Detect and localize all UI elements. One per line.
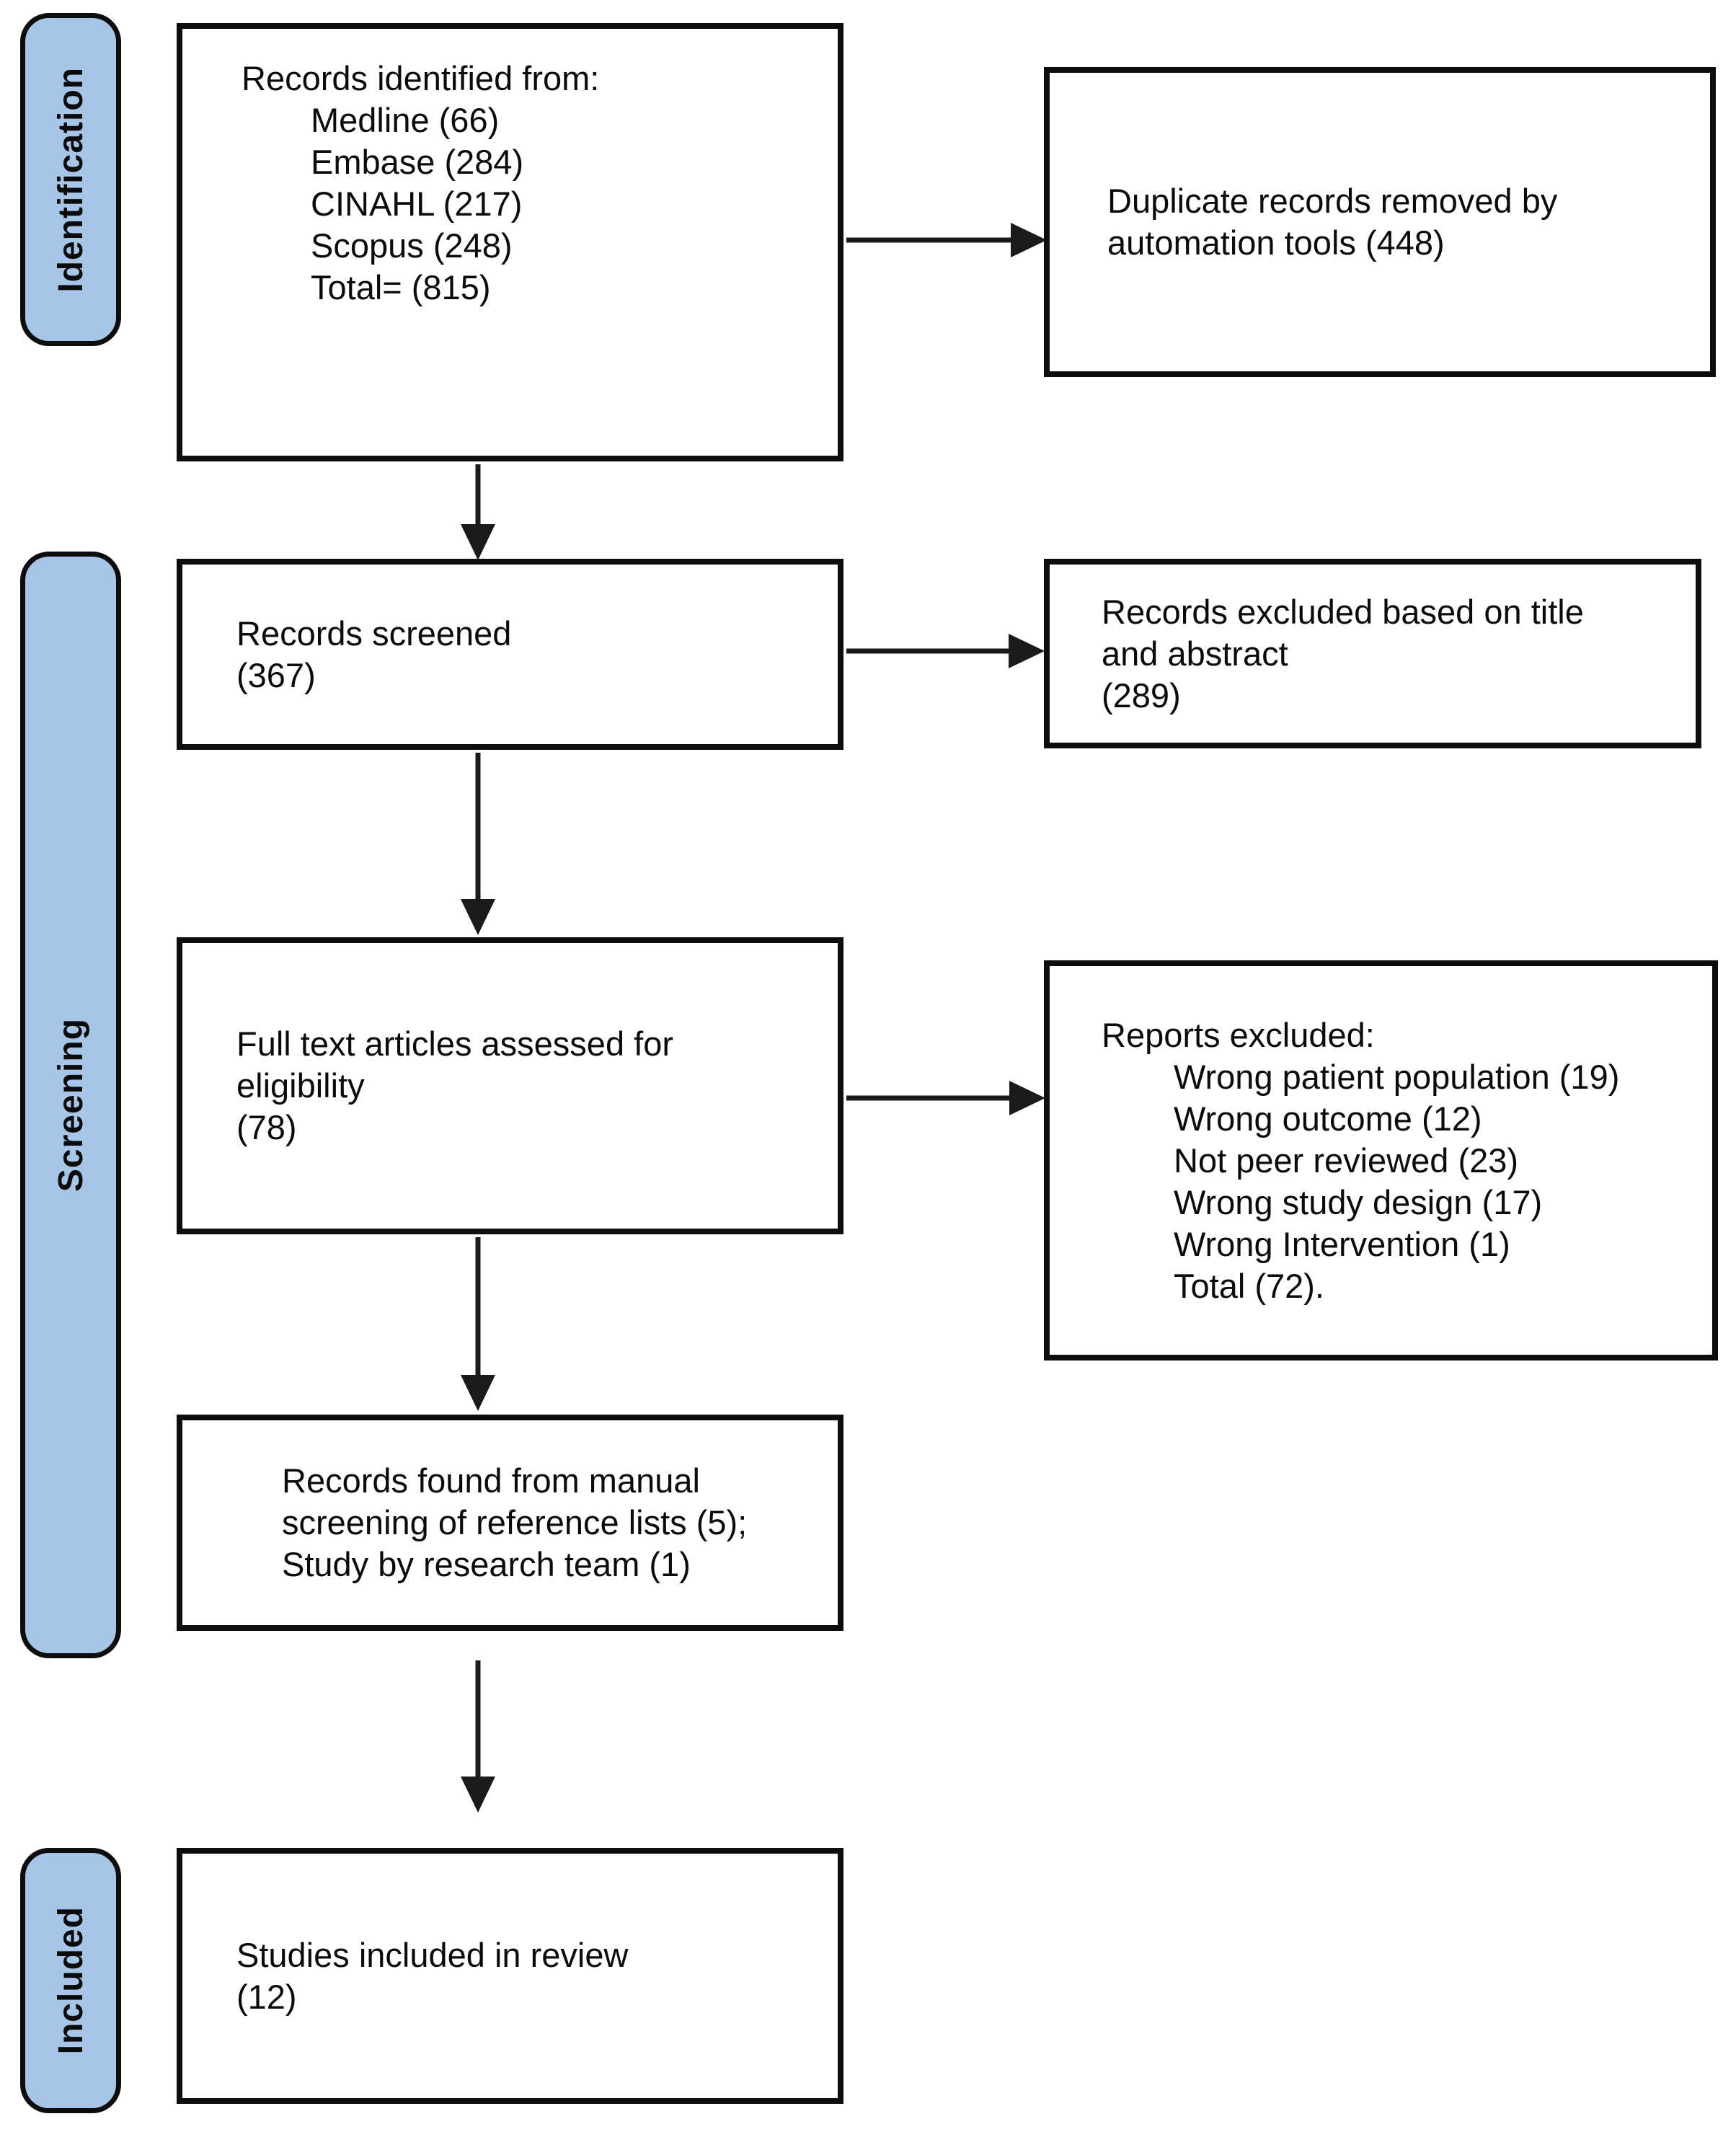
box-duplicates-removed: Duplicate records removed by automation … xyxy=(1044,67,1716,377)
reports-excluded-reason: Wrong patient population (19) xyxy=(1174,1057,1620,1096)
box-records-identified: Records identified from: Medline (66) Em… xyxy=(177,23,843,461)
stage-label-identification: Identification xyxy=(51,66,90,293)
records-identified-source: Scopus (248) xyxy=(311,226,513,265)
box-studies-included: Studies included in review (12) xyxy=(177,1848,843,2104)
records-screened-label: Records screened xyxy=(236,614,512,652)
reports-excluded-reason: Wrong Intervention (1) xyxy=(1174,1224,1510,1263)
arrow-manual-to-included xyxy=(461,1660,495,1813)
box-reports-excluded: Reports excluded: Wrong patient populati… xyxy=(1044,960,1718,1360)
full-text-assessed-count: (78) xyxy=(236,1108,297,1146)
box-records-screened: Records screened (367) xyxy=(177,559,843,750)
records-excluded-label: Records excluded based on title and abst… xyxy=(1102,592,1584,673)
records-identified-source: Medline (66) xyxy=(311,101,500,139)
arrow-fulltext-to-manual xyxy=(461,1237,495,1411)
box-manual-screening: Records found from manual screening of r… xyxy=(177,1415,843,1631)
records-excluded-count: (289) xyxy=(1102,676,1181,714)
box-full-text-assessed: Full text articles assessed for eligibil… xyxy=(177,937,843,1234)
arrow-identified-to-screened xyxy=(461,464,495,560)
box-records-excluded: Records excluded based on title and abst… xyxy=(1044,559,1701,748)
records-identified-title: Records identified from: xyxy=(242,59,600,97)
records-identified-source: CINAHL (217) xyxy=(311,185,523,223)
reports-excluded-reason: Total (72). xyxy=(1174,1266,1324,1305)
stage-band-screening: Screening xyxy=(20,552,121,1658)
arrow-identified-to-duplicates xyxy=(846,223,1047,257)
stage-band-included: Included xyxy=(20,1848,121,2113)
duplicates-removed-text: Duplicate records removed by automation … xyxy=(1107,182,1558,262)
studies-included-count: (12) xyxy=(236,1977,297,2016)
reports-excluded-reason: Not peer reviewed (23) xyxy=(1174,1141,1519,1180)
stage-band-identification: Identification xyxy=(20,13,121,346)
stage-label-included: Included xyxy=(51,1906,90,2055)
arrow-screened-to-excluded xyxy=(846,634,1045,668)
reports-excluded-reason: Wrong outcome (12) xyxy=(1174,1099,1482,1138)
records-identified-source: Embase (284) xyxy=(311,143,524,181)
reports-excluded-reason: Wrong study design (17) xyxy=(1174,1182,1543,1221)
reports-excluded-title: Reports excluded: xyxy=(1102,1015,1375,1054)
manual-screening-text: Records found from manual screening of r… xyxy=(282,1461,748,1583)
records-identified-source: Total= (815) xyxy=(311,268,491,306)
records-screened-count: (367) xyxy=(236,655,316,694)
studies-included-label: Studies included in review xyxy=(236,1935,629,1974)
stage-label-screening: Screening xyxy=(51,1017,90,1193)
arrow-screened-to-fulltext xyxy=(461,753,495,935)
arrow-fulltext-to-reports-excluded xyxy=(846,1081,1045,1115)
full-text-assessed-label: Full text articles assessed for eligibil… xyxy=(236,1025,673,1105)
